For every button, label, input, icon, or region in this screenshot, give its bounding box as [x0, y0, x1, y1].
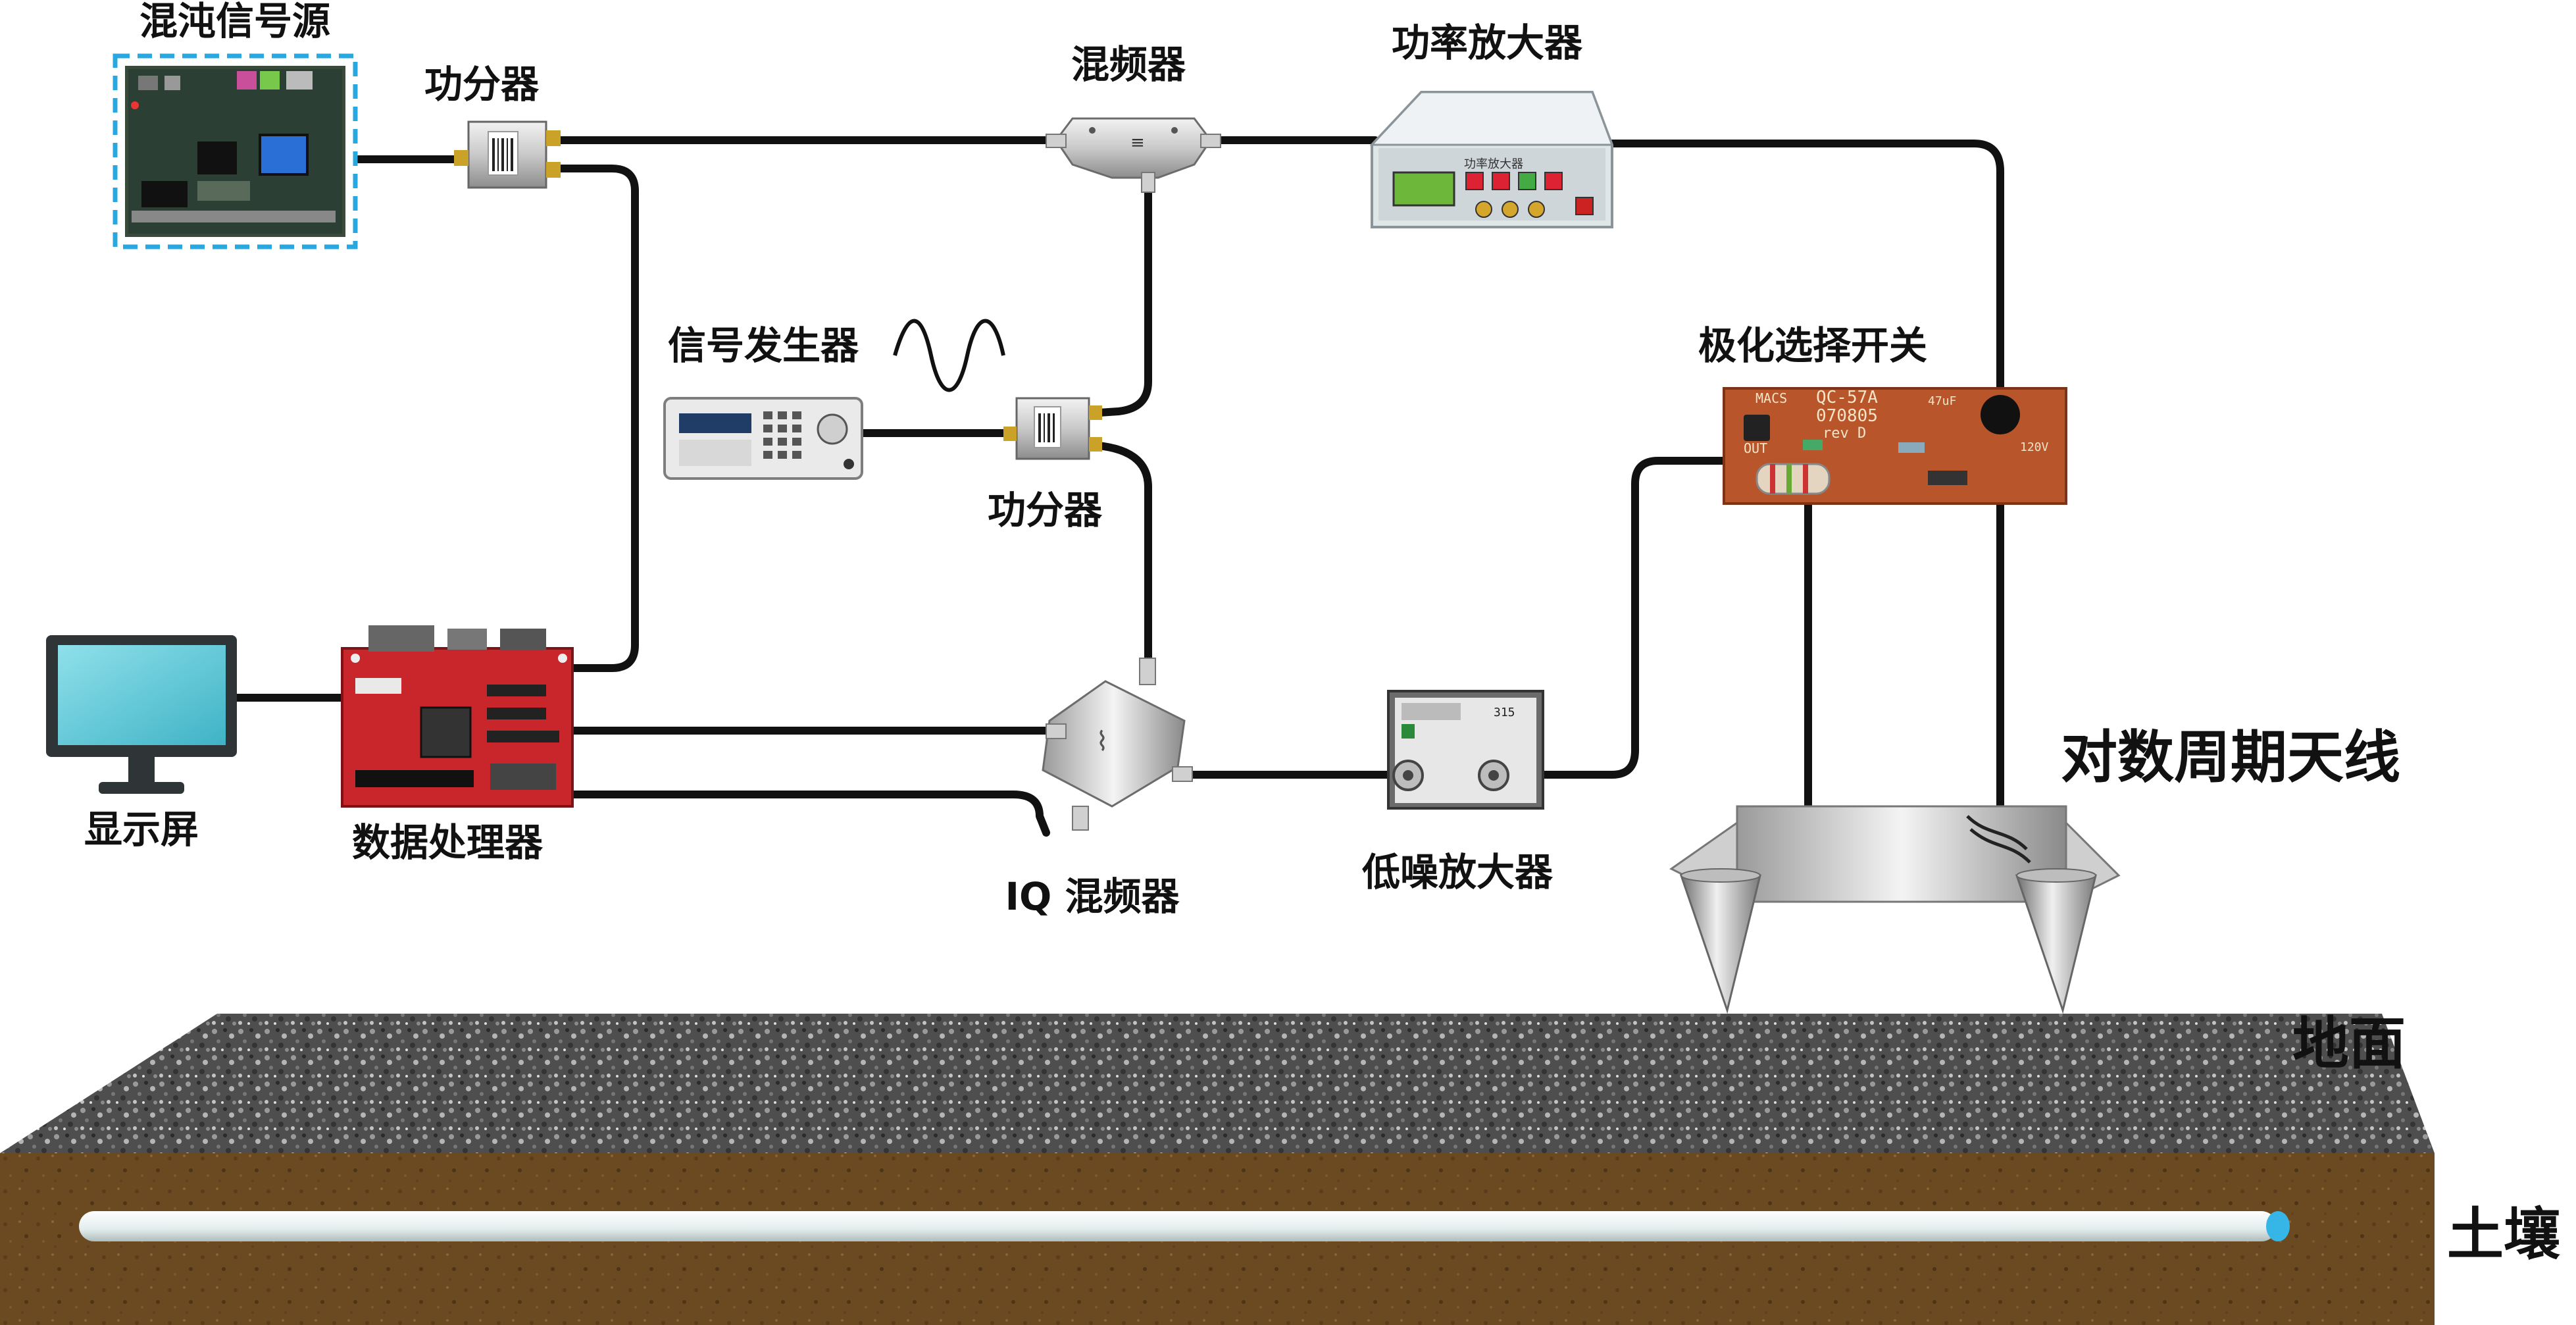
board-cap-text: 47uF	[1928, 394, 1956, 408]
board-volt-text: 120V	[2020, 440, 2049, 454]
log-periodic-antenna-icon	[1669, 805, 2121, 1014]
label-signal-gen: 信号发生器	[668, 323, 859, 368]
label-mixer: 混频器	[1071, 42, 1186, 87]
power-amp-panel-text: 功率放大器	[1464, 157, 1523, 171]
label-splitter-mid: 功分器	[988, 488, 1103, 533]
cable-splitter-processor	[542, 165, 639, 672]
label-antenna: 对数周期天线	[2061, 725, 2400, 791]
polarization-switch-board-icon: MACS QC-57A 070805 rev D OUT 47uF 120V	[1723, 387, 2067, 505]
buried-pipe	[79, 1211, 2290, 1241]
iq-mixer-icon: ⌇	[1042, 658, 1193, 831]
board-maker-text: MACS	[1755, 390, 1787, 406]
fpga-board-icon	[113, 53, 358, 249]
label-chaos-source: 混沌信号源	[139, 0, 330, 43]
ground-surface	[0, 1014, 2435, 1325]
cable-network	[233, 136, 2004, 837]
cable-processor-iq-2	[568, 791, 1050, 837]
signal-generator-icon	[663, 397, 863, 480]
label-lna: 低噪放大器	[1362, 850, 1553, 895]
svg-text:⌇: ⌇	[1096, 727, 1109, 757]
cable-mixer-midsplitter	[1085, 174, 1152, 417]
sine-wave-icon	[893, 319, 1005, 392]
label-processor: 数据处理器	[352, 820, 543, 865]
cable-lna-switch	[1523, 457, 1734, 779]
label-iq-mixer: IQ 混频器	[1005, 874, 1180, 919]
board-rev-text: rev D	[1823, 425, 1866, 442]
label-power-amp: 功率放大器	[1392, 20, 1583, 65]
mixer-icon: ≡	[1046, 117, 1221, 193]
cable-amp-switch	[1608, 140, 2004, 399]
data-processor-board-icon	[341, 625, 574, 808]
label-polar-switch: 极化选择开关	[1698, 323, 1927, 368]
power-amplifier-icon: 功率放大器	[1369, 91, 1614, 228]
power-splitter-icon	[454, 120, 561, 189]
label-splitter-top: 功分器	[424, 62, 540, 107]
cable-midsplitter-iq	[1085, 441, 1152, 669]
svg-text:≡: ≡	[1130, 133, 1145, 153]
label-ground: 地面	[2292, 1011, 2406, 1077]
label-display: 显示屏	[84, 807, 199, 852]
monitor-icon	[46, 635, 237, 794]
label-soil: 土壤	[2447, 1202, 2560, 1268]
board-model-text: QC-57A	[1816, 388, 1878, 407]
power-splitter-icon	[1003, 397, 1102, 460]
board-code-text: 070805	[1816, 406, 1878, 426]
board-out-text: OUT	[1744, 440, 1767, 456]
low-noise-amplifier-icon: 315	[1387, 690, 1544, 810]
lna-model-text: 315	[1494, 706, 1515, 719]
